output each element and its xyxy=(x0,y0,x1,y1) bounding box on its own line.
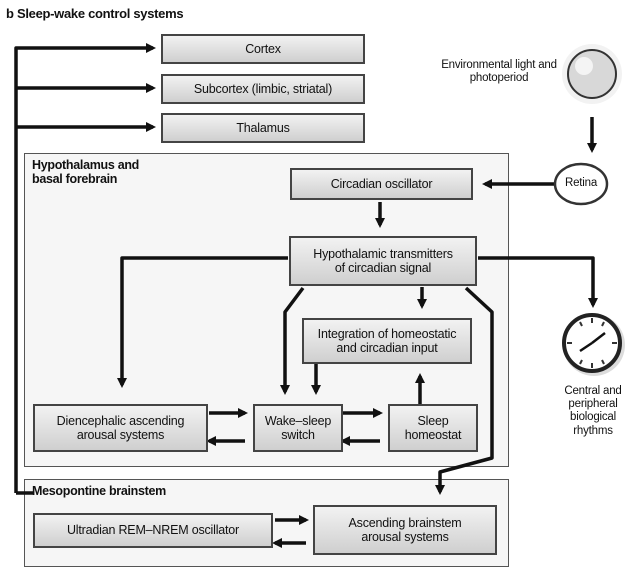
wake-sleep-switch-label: Wake–sleep switch xyxy=(264,413,332,442)
subcortex-label: Subcortex (limbic, striatal) xyxy=(193,81,333,96)
integration-label: Integration of homeostatic and circadian… xyxy=(317,326,457,355)
environmental-light-label: Environmental light and photoperiod xyxy=(441,59,557,85)
thalamus-box: Thalamus xyxy=(161,113,365,143)
sleep-homeostat-label: Sleep homeostat xyxy=(404,413,462,442)
cortex-label: Cortex xyxy=(245,41,281,56)
circadian-oscillator-box: Circadian oscillator xyxy=(290,168,473,200)
clock-icon xyxy=(562,313,625,376)
ultradian-label: Ultradian REM–NREM oscillator xyxy=(66,523,240,538)
ultradian-box: Ultradian REM–NREM oscillator xyxy=(33,513,273,548)
wake-sleep-switch-box: Wake–sleep switch xyxy=(253,404,343,452)
brainstem-to-cortex-arrow xyxy=(14,43,156,493)
transmitters-to-switch-arrow xyxy=(280,286,305,395)
brainstem-region-label: Mesopontine brainstem xyxy=(32,484,166,498)
rhythms-label: Central and peripheral biological rhythm… xyxy=(564,385,622,437)
figure-title: b Sleep-wake control systems xyxy=(6,6,184,21)
transmitters-to-rhythms-arrow xyxy=(478,256,598,308)
cortex-box: Cortex xyxy=(161,34,365,64)
diencephalic-box: Diencephalic ascending arousal systems xyxy=(33,404,208,452)
transmitters-to-brainstem-arrow xyxy=(435,286,494,495)
subcortex-box: Subcortex (limbic, striatal) xyxy=(161,74,365,104)
sleep-homeostat-box: Sleep homeostat xyxy=(388,404,478,452)
ascending-brainstem-label: Ascending brainstem arousal systems xyxy=(348,515,462,544)
integration-box: Integration of homeostatic and circadian… xyxy=(302,318,472,364)
hypothalamic-transmitters-label: Hypothalamic transmitters of circadian s… xyxy=(313,246,453,275)
circadian-oscillator-label: Circadian oscillator xyxy=(330,176,433,191)
thalamus-label: Thalamus xyxy=(236,120,290,135)
transmitters-to-diencephalic-arrow xyxy=(117,256,288,388)
sun-icon xyxy=(562,44,622,104)
hypothalamic-transmitters-box: Hypothalamic transmitters of circadian s… xyxy=(289,236,477,286)
diencephalic-label: Diencephalic ascending arousal systems xyxy=(56,413,185,442)
ascending-brainstem-box: Ascending brainstem arousal systems xyxy=(313,505,497,555)
retina-label: Retina xyxy=(564,177,598,189)
eye-icon xyxy=(553,162,609,206)
hypothalamus-region-label: Hypothalamus and basal forebrain xyxy=(32,158,140,187)
